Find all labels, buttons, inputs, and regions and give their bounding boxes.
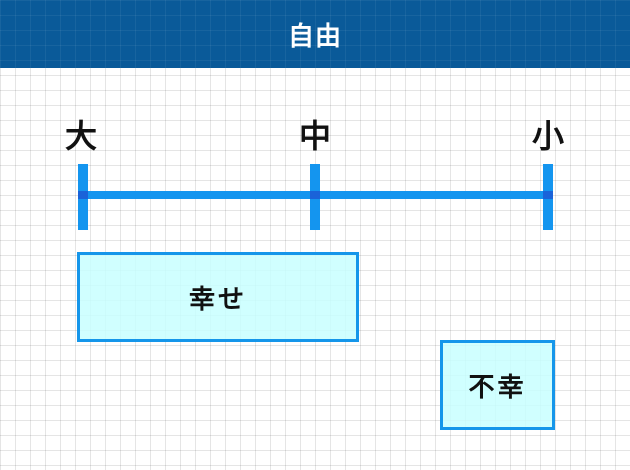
- unhappiness-box: 不幸: [440, 340, 555, 430]
- scale-tick-large: [78, 164, 88, 230]
- scale-tick-joint: [543, 191, 553, 199]
- scale-tick-small: [543, 164, 553, 230]
- scale-tick-joint: [78, 191, 88, 199]
- happiness-box: 幸せ: [77, 252, 359, 342]
- page-title: 自由: [287, 21, 342, 52]
- scale-label-medium: 中: [298, 117, 331, 155]
- scale-tick-medium: [310, 164, 320, 230]
- scale-tick-joint: [310, 191, 320, 199]
- scale-label-large: 大: [64, 117, 97, 155]
- happiness-label: 幸せ: [188, 284, 247, 315]
- header-bar: 自由: [0, 0, 630, 68]
- scale-label-small: 小: [531, 117, 564, 155]
- unhappiness-label: 不幸: [468, 372, 527, 403]
